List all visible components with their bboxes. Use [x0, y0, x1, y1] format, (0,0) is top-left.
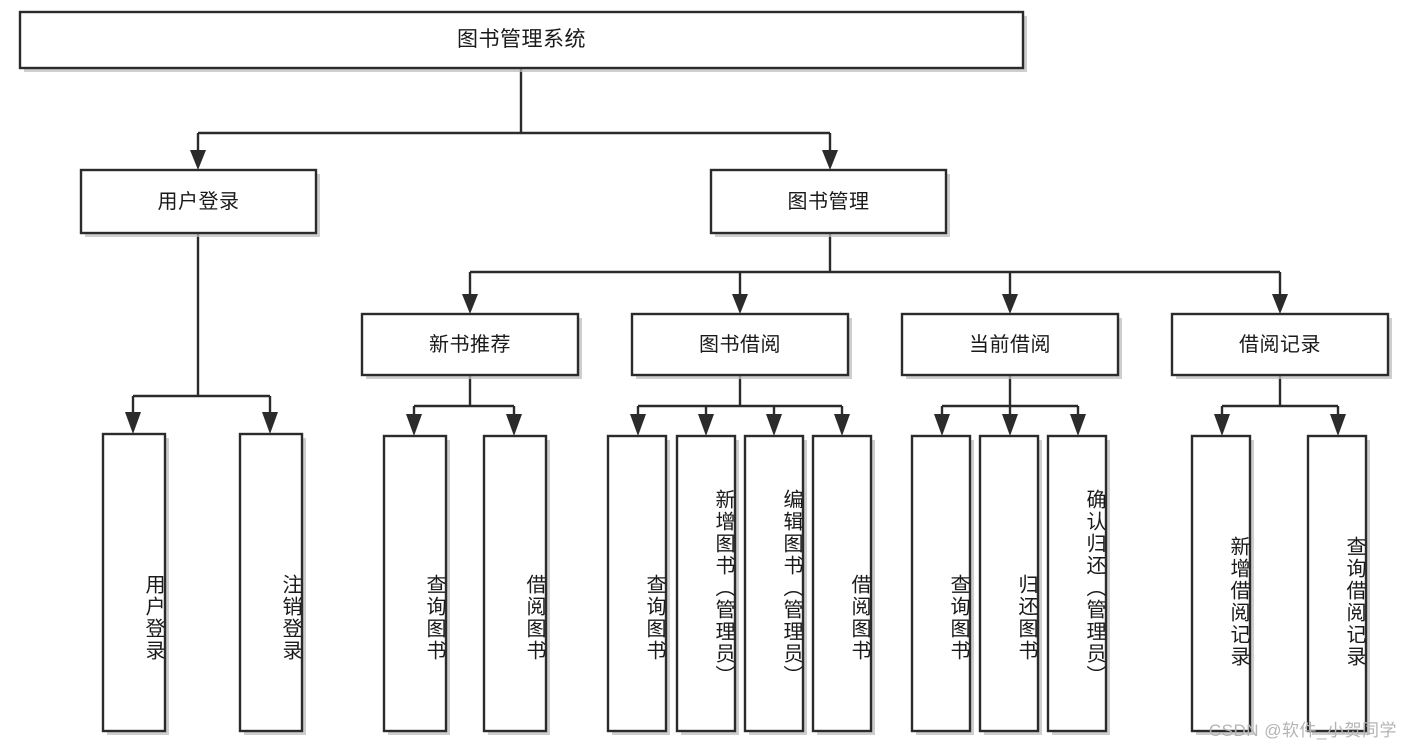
arrowhead-leaf-d1 — [1214, 414, 1230, 436]
arrowhead-current — [1002, 294, 1018, 314]
root-box[interactable] — [18, 10, 1025, 70]
arrowhead-leaf-r2 — [506, 414, 522, 436]
bookmgmt-box[interactable] — [709, 168, 948, 235]
csdn-watermark: CSDN @软件_小贺同学 — [1208, 721, 1397, 740]
arrowhead-leaf-u2 — [262, 412, 278, 434]
edge-recommend-to-bus — [412, 375, 516, 417]
arrowhead-userlogin — [190, 150, 206, 170]
record-box[interactable] — [1170, 312, 1390, 377]
leaf-box-recommend-borrow[interactable] — [482, 434, 548, 733]
arrowhead-leaf-u1 — [125, 412, 141, 434]
current-box[interactable] — [900, 312, 1120, 377]
leaf-box-borrow-edit[interactable] — [743, 434, 805, 733]
edge-root-to-bus — [196, 68, 832, 154]
userlogin-box[interactable] — [79, 168, 318, 235]
edge-record-to-bus — [1220, 375, 1340, 417]
borrow-box[interactable] — [630, 312, 850, 377]
arrowhead-recommend — [462, 294, 478, 314]
edge-borrow-to-bus — [636, 375, 844, 417]
leaf-box-borrow-lend[interactable] — [811, 434, 873, 733]
leaf-box-current-confirm[interactable] — [1046, 434, 1108, 733]
leaf-box-user-logout[interactable] — [238, 432, 304, 733]
leaf-box-user-login[interactable] — [101, 432, 167, 733]
arrowhead-leaf-r1 — [406, 414, 422, 436]
arrowhead-borrow — [732, 294, 748, 314]
connector-group — [131, 68, 1340, 417]
edge-bookmgmt-to-bus — [468, 233, 1282, 296]
leaf-box-record-query[interactable] — [1306, 434, 1368, 733]
leaf-box-recommend-query[interactable] — [382, 434, 448, 733]
arrowhead-bookmgmt — [822, 150, 838, 170]
arrowhead-leaf-c3 — [1070, 414, 1086, 436]
leaf-box-borrow-add[interactable] — [675, 434, 737, 733]
arrowhead-group — [125, 150, 1346, 436]
arrowhead-record — [1272, 294, 1288, 314]
recommend-box[interactable] — [360, 312, 580, 377]
leaf-box-current-return[interactable] — [978, 434, 1040, 733]
edge-current-to-bus — [940, 375, 1080, 417]
arrowhead-leaf-c1 — [934, 414, 950, 436]
arrowhead-leaf-c2 — [1002, 414, 1018, 436]
arrowhead-leaf-b4 — [834, 414, 850, 436]
arrowhead-leaf-b3 — [766, 414, 782, 436]
leaf-box-record-add[interactable] — [1190, 434, 1252, 733]
arrowhead-leaf-b2 — [698, 414, 714, 436]
edge-userlogin-to-bus — [131, 233, 272, 415]
arrowhead-leaf-d2 — [1330, 414, 1346, 436]
arrowhead-leaf-b1 — [630, 414, 646, 436]
leaf-box-borrow-query[interactable] — [606, 434, 668, 733]
leaf-box-current-query[interactable] — [910, 434, 972, 733]
box-group — [18, 10, 1392, 735]
